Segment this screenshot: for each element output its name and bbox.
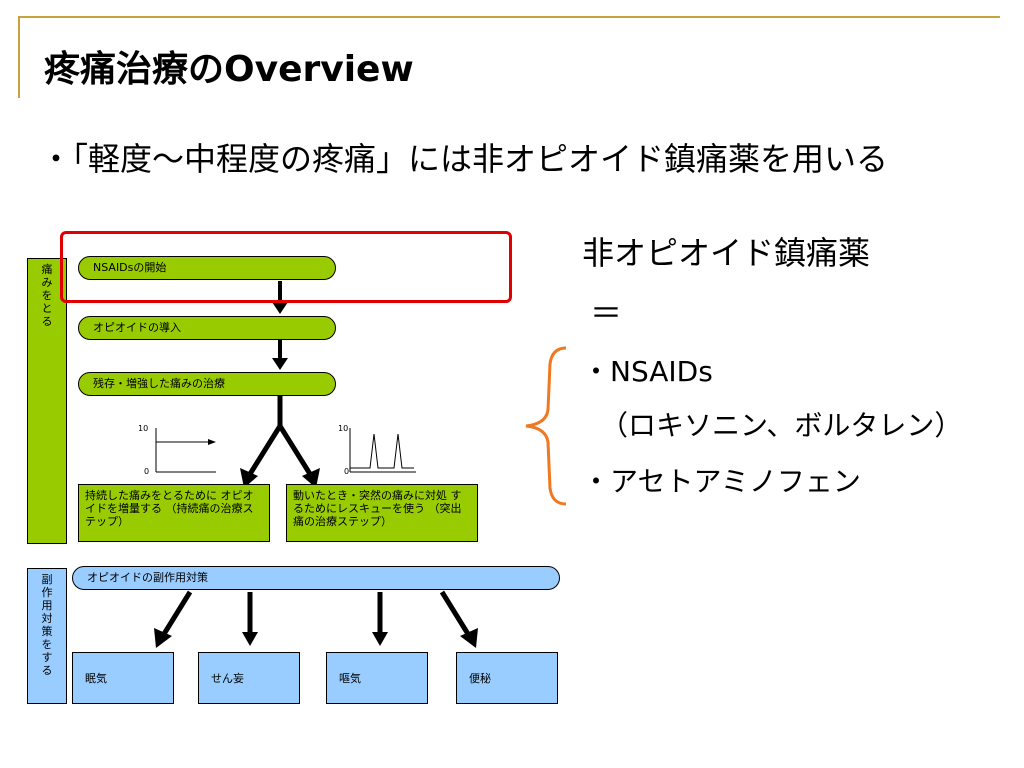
side-effect-nausea: 嘔気 — [326, 652, 428, 704]
steady-pain-graph — [155, 428, 216, 473]
step-nsaids-start: NSAIDsの開始 — [78, 256, 336, 280]
title-top-rule — [20, 16, 1000, 18]
bullet-point: ・「軽度～中程度の疼痛」には非オピオイド鎮痛薬を用いる — [40, 140, 889, 178]
title-left-rule — [18, 16, 20, 98]
breakthrough-pain-graph — [349, 428, 416, 473]
graph1-tick-low: 0 — [144, 467, 150, 476]
slide-title: 疼痛治療のOverview — [44, 49, 414, 90]
right-equals: ＝ — [590, 294, 623, 332]
graph2-tick-high: 10 — [338, 424, 349, 433]
bottom-flow-arrows — [154, 590, 478, 648]
persistent-pain-box: 持続した痛みをとるために オピオイドを増量する （持続痛の治療ステップ） — [78, 484, 270, 542]
pain-relief-side-bar: 痛みをとる — [27, 258, 67, 544]
side-effect-side-label: 副作用対策をする — [41, 573, 53, 677]
breakthrough-pain-box: 動いたとき・突然の痛みに対処 するためにレスキューを使う （突出痛の治療ステップ… — [286, 484, 478, 542]
right-item-acetaminophen: ・アセトアミノフェン — [582, 465, 861, 498]
highlight-frame — [60, 231, 512, 303]
orange-brace-icon — [525, 346, 567, 506]
side-effect-side-bar: 副作用対策をする — [27, 568, 67, 704]
right-item-nsaids-detail: （ロキソニン、ボルタレン） — [600, 409, 963, 442]
arrow-down-icon — [272, 302, 288, 314]
step-residual-pain-treatment: 残存・増強した痛みの治療 — [78, 372, 336, 396]
graph1-tick-high: 10 — [138, 424, 149, 433]
side-effect-constipation: 便秘 — [456, 652, 558, 704]
step-opioid-introduction: オピオイドの導入 — [78, 316, 336, 340]
side-effect-header: オピオイドの副作用対策 — [72, 566, 560, 590]
side-effect-delirium: せん妄 — [198, 652, 300, 704]
graph2-tick-low: 0 — [344, 467, 350, 476]
pain-relief-side-label: 痛みをとる — [41, 263, 53, 328]
top-flow-arrows — [240, 281, 320, 488]
arrow-down-icon — [272, 358, 288, 370]
side-effect-drowsiness: 眠気 — [72, 652, 174, 704]
right-heading: 非オピオイド鎮痛薬 — [582, 234, 871, 272]
right-item-nsaids: ・NSAIDs — [582, 355, 713, 388]
